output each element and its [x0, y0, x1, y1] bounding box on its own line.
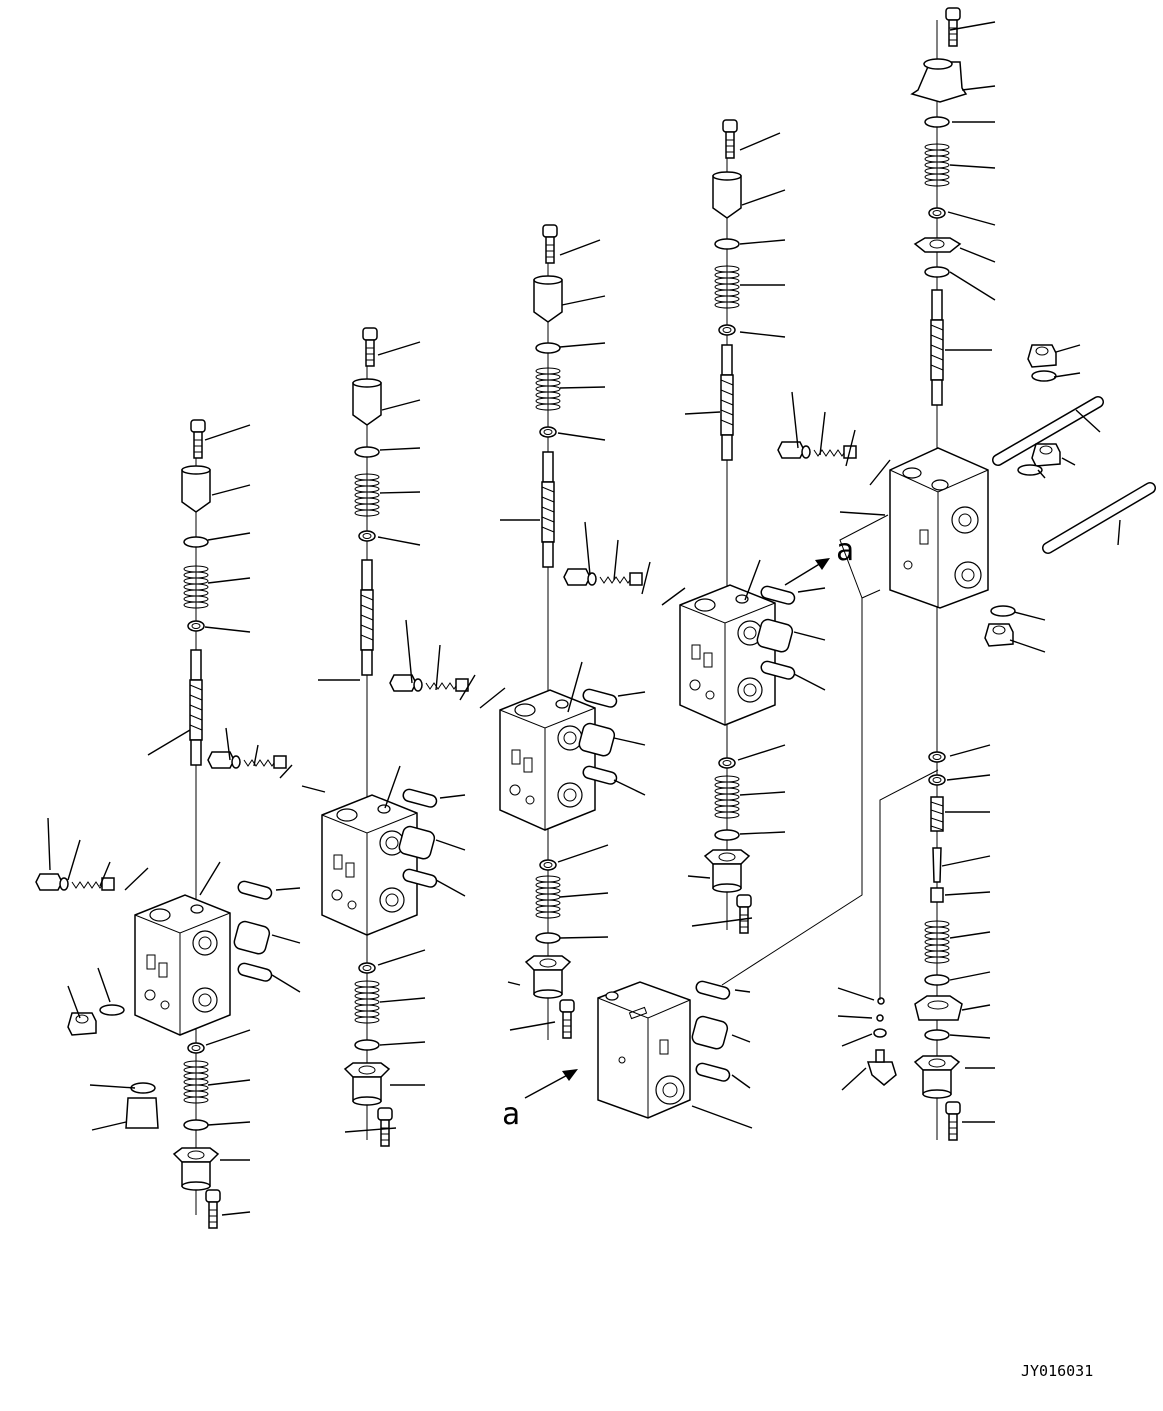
- view-marker-top: a: [836, 533, 854, 568]
- view-arrow-top: [784, 558, 830, 586]
- section-1: [35, 419, 301, 1229]
- drawing-code: JY016031: [1021, 1362, 1093, 1380]
- section-2: [207, 327, 466, 1147]
- section-4: [563, 119, 826, 934]
- section-3: [389, 224, 646, 1040]
- view-arrow-bottom: [524, 1069, 578, 1099]
- view-marker-bottom: a: [502, 1097, 520, 1132]
- spacer-block: [597, 514, 939, 1129]
- section-5: [777, 7, 1156, 1141]
